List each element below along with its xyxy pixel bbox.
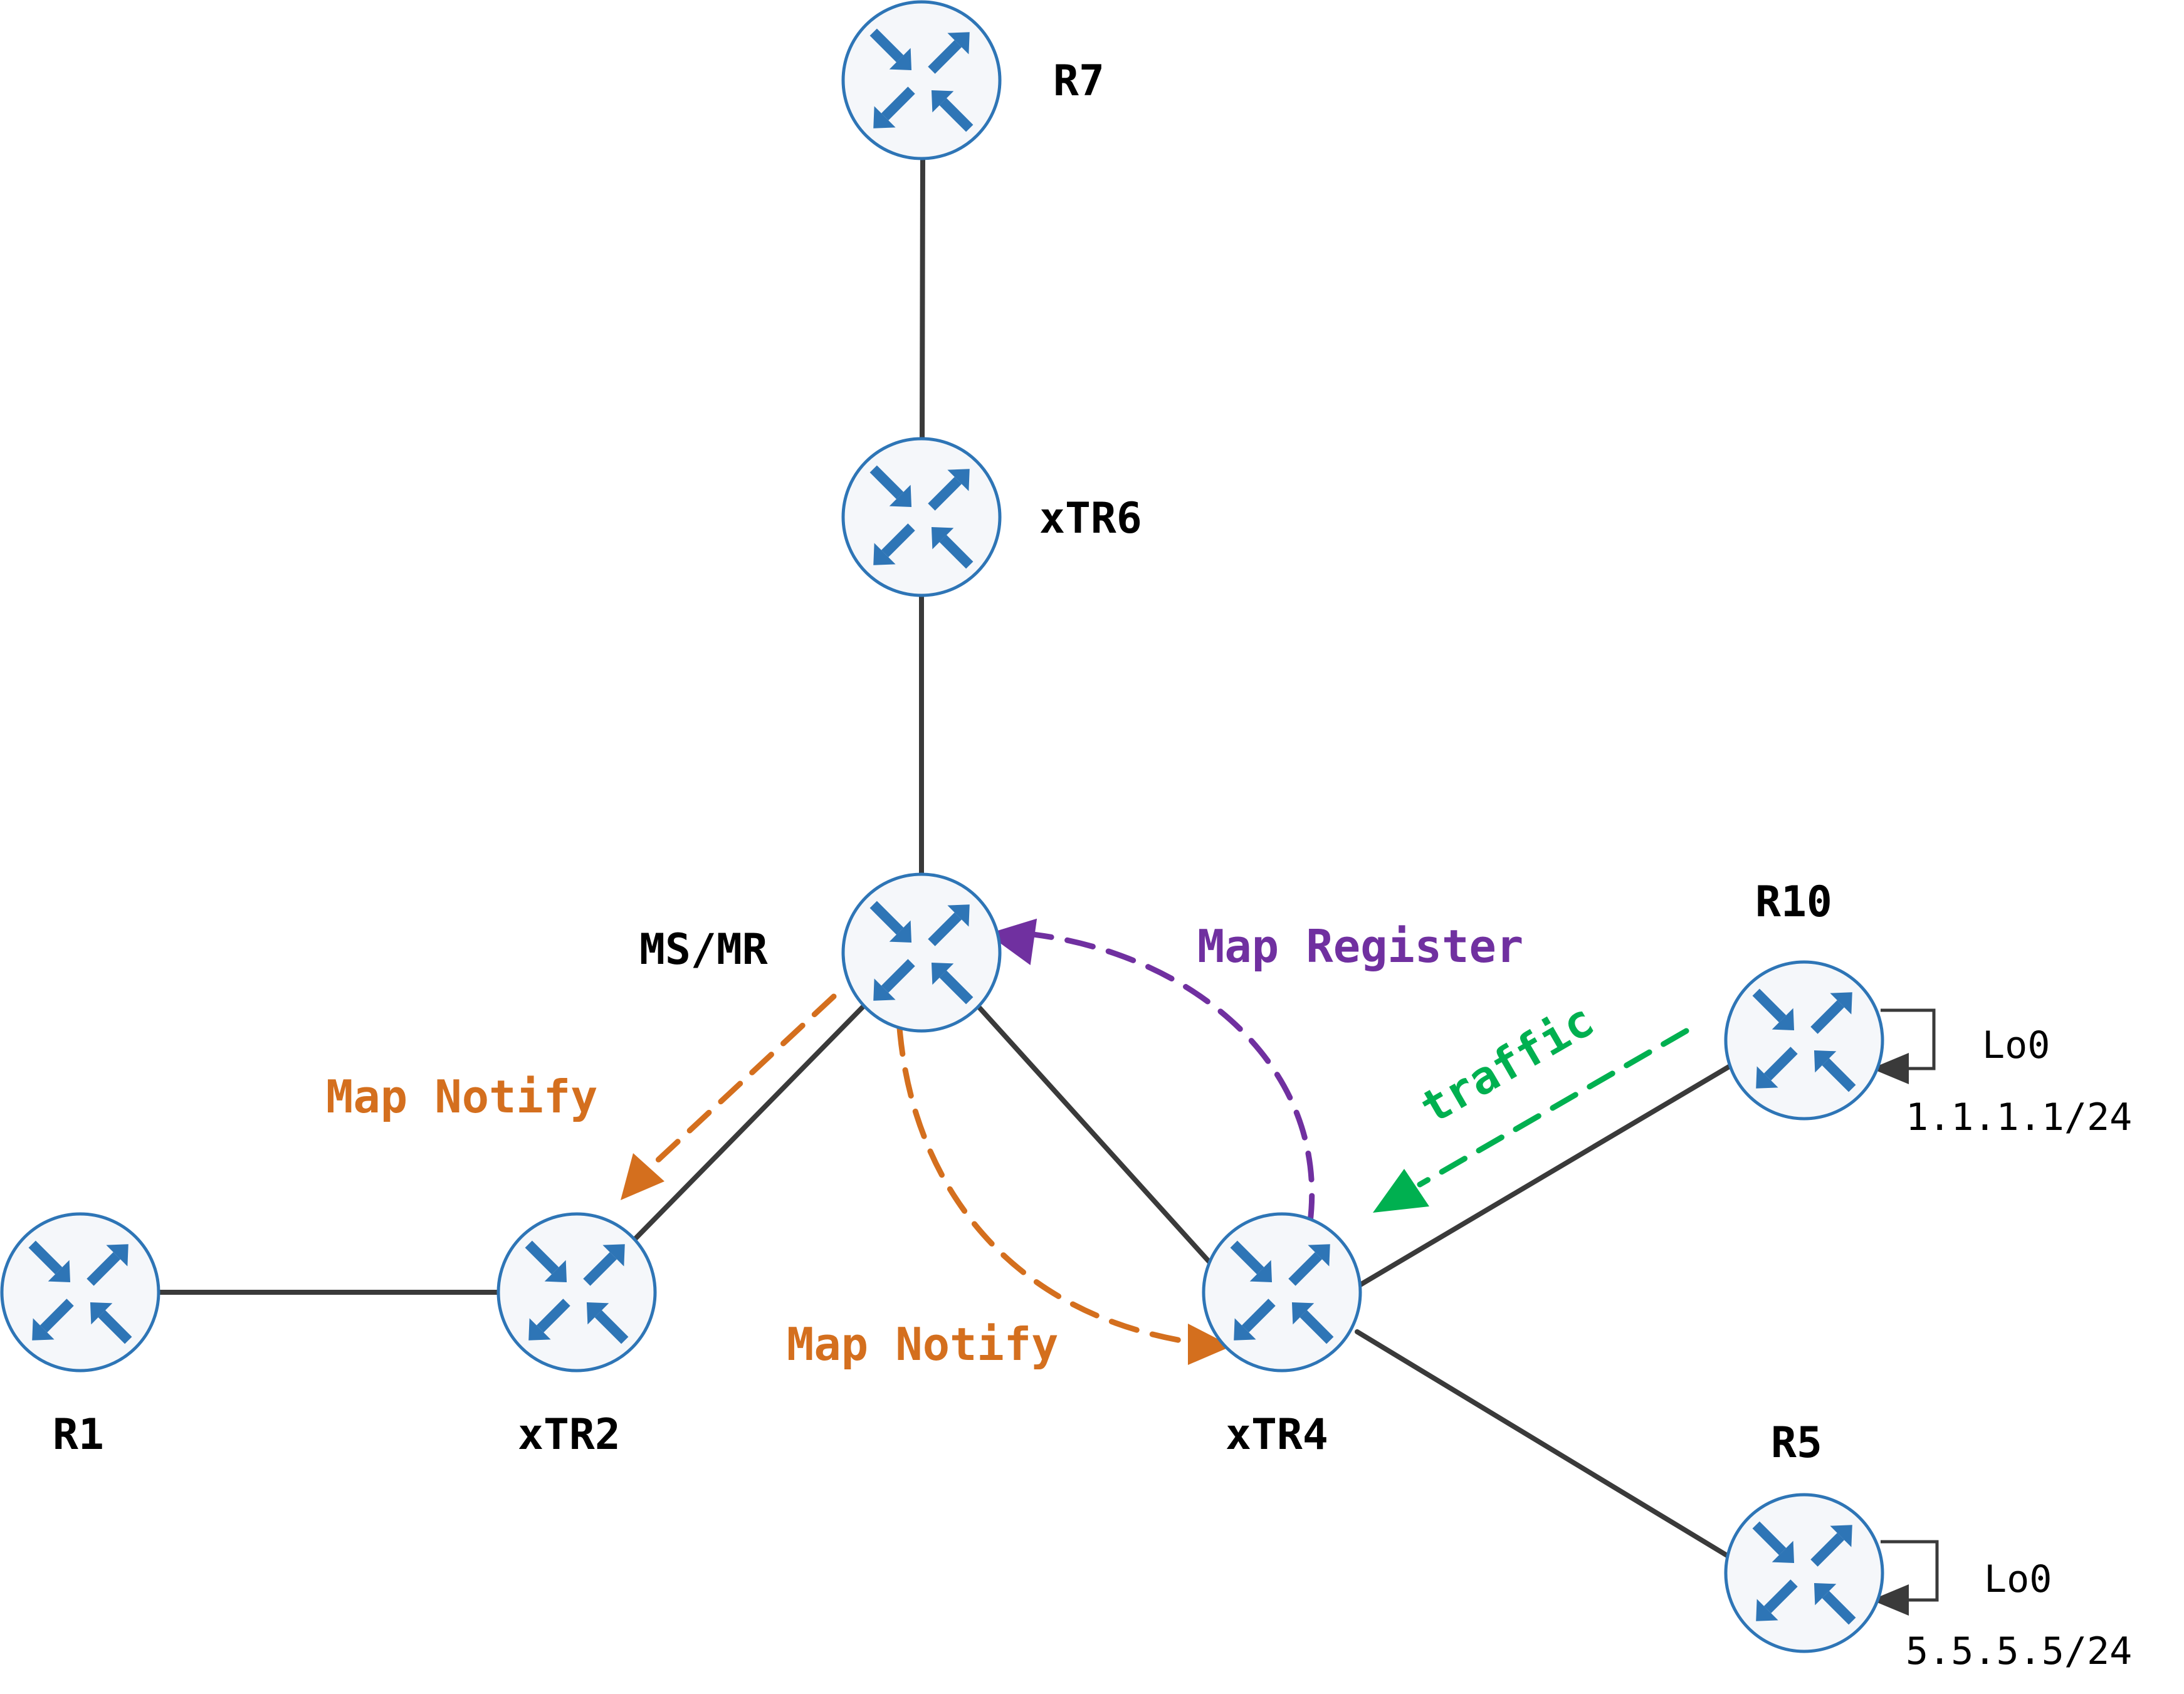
link-msmr-xtr2 [631, 1002, 868, 1243]
node-r10[interactable] [1726, 962, 1882, 1119]
node-xtr6[interactable] [843, 439, 1000, 595]
router-icon [1726, 1495, 1882, 1651]
router-icon [1726, 962, 1882, 1119]
label-msmr: MS/MR [639, 925, 768, 975]
flow-traffic [1373, 1028, 1689, 1213]
label-r7: R7 [1053, 56, 1105, 106]
loopback-arrow-r5 [1871, 1584, 1909, 1616]
node-xtr2[interactable] [498, 1214, 655, 1371]
router-icon [1204, 1214, 1360, 1371]
router-icon [498, 1214, 655, 1371]
node-r5[interactable] [1726, 1495, 1882, 1651]
loopback-name-r10: Lo0 [1982, 1023, 2050, 1067]
flow-label-traffic: traffic [1412, 993, 1603, 1134]
label-xtr4: xTR4 [1226, 1410, 1328, 1460]
loopback-name-r5: Lo0 [1984, 1557, 2052, 1601]
traffic-arrowhead [1373, 1169, 1429, 1213]
node-r7[interactable] [843, 2, 1000, 159]
loopback-address-r5: 5.5.5.5/24 [1906, 1629, 2132, 1673]
label-r1: R1 [53, 1410, 104, 1460]
map-notify-xtr2-arrowhead [621, 1153, 664, 1200]
node-xtr4[interactable] [1204, 1214, 1360, 1371]
link-r7-xtr6 [920, 155, 925, 446]
loopback-address-r10: 1.1.1.1/24 [1906, 1095, 2132, 1139]
label-xtr2: xTR2 [518, 1410, 621, 1460]
flow-map-notify-xtr4 [896, 1025, 1232, 1365]
flow-label-map-notify-xtr4: Map Notify [787, 1318, 1058, 1371]
label-r10: R10 [1755, 877, 1832, 927]
links [156, 155, 1739, 1560]
router-icon [843, 874, 1000, 1031]
router-icon [843, 439, 1000, 595]
loopback-r5 [1871, 1540, 1939, 1616]
loopback-arrow-r10 [1871, 1053, 1909, 1084]
router-icon [843, 2, 1000, 159]
flow-map-notify-xtr2 [621, 993, 837, 1200]
label-xtr6: xTR6 [1039, 494, 1142, 543]
node-r1[interactable] [2, 1214, 159, 1371]
node-msmr[interactable] [843, 874, 1000, 1031]
map-notify-xtr4-arrowhead [1188, 1324, 1232, 1365]
flow-label-map-register: Map Register [1197, 920, 1523, 973]
label-r5: R5 [1771, 1418, 1822, 1468]
link-xtr4-r5 [1355, 1329, 1733, 1560]
router-icon [2, 1214, 159, 1371]
flow-map-register [987, 918, 1315, 1225]
link-msmr-xtr4 [974, 1002, 1215, 1268]
map-register-arrowhead [987, 918, 1037, 966]
flow-label-map-notify-xtr2: Map Notify [326, 1070, 597, 1123]
loopback-r10 [1871, 1008, 1936, 1084]
link-xtr4-r10 [1358, 1060, 1739, 1287]
